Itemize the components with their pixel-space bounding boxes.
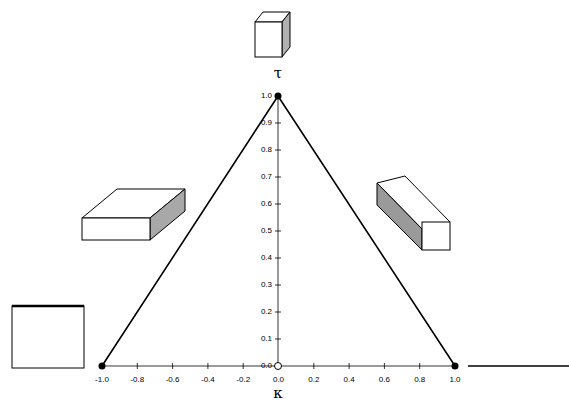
tick-label: 0.2	[308, 376, 319, 384]
axis-tick	[275, 285, 281, 286]
axis-tick	[313, 363, 314, 369]
axis-tick	[275, 312, 281, 313]
tick-label: -0.8	[130, 376, 144, 384]
tick-label: 1.0	[261, 92, 272, 100]
tick-label: 1.0	[449, 376, 460, 384]
tick-label: 0.8	[414, 376, 425, 384]
tick-label: 0.1	[261, 335, 272, 343]
tick-label: 0.4	[344, 376, 355, 384]
axis-tick	[243, 363, 244, 369]
tick-label: 0.9	[261, 119, 272, 127]
axis-tick	[275, 150, 281, 151]
tick-label: -0.2	[236, 376, 250, 384]
axis-title: τ	[274, 66, 282, 81]
tick-label: -0.4	[201, 376, 215, 384]
tick-label: 0.7	[261, 173, 272, 181]
tick-label: 0.2	[261, 308, 272, 316]
tick-label: 0.6	[379, 376, 390, 384]
axis-tick	[419, 363, 420, 369]
axis-tick	[275, 123, 281, 124]
axis-tick	[275, 339, 281, 340]
tick-label: -1.0	[95, 376, 109, 384]
axis-tick	[137, 363, 138, 369]
axis-tick	[275, 231, 281, 232]
axis-tick	[275, 204, 281, 205]
tick-label: -0.6	[166, 376, 180, 384]
tick-label: 0.6	[261, 200, 272, 208]
tick-label: 0.3	[261, 281, 272, 289]
axis-tick	[349, 363, 350, 369]
axis-tick	[172, 363, 173, 369]
tick-label: 0.8	[261, 146, 272, 154]
axis-tick	[275, 177, 281, 178]
axis-title: κ	[273, 386, 282, 401]
axis-tick	[275, 258, 281, 259]
axis-tick	[384, 363, 385, 369]
tick-label: 0.0	[261, 362, 272, 370]
tick-label: 0.5	[261, 227, 272, 235]
axis-tick	[207, 363, 208, 369]
tick-label: 0.4	[261, 254, 272, 262]
tick-label: 0.0	[273, 376, 284, 384]
